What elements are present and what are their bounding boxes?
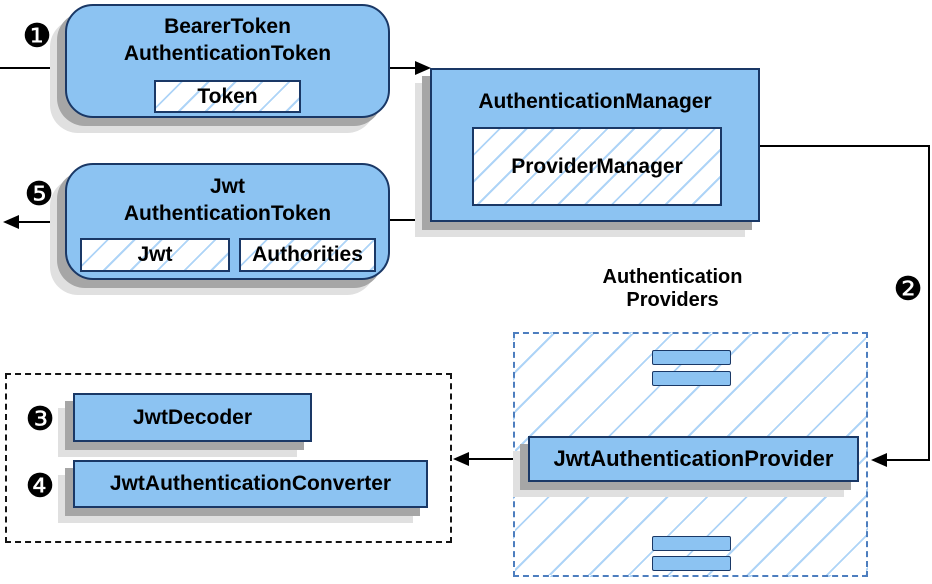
- jwt-authentication-converter-box: JwtAuthenticationConverter: [73, 460, 428, 508]
- arrowhead-step5-out: [3, 215, 19, 229]
- step-5-badge: ❺: [24, 173, 54, 213]
- arrowhead-into-decoder-group: [453, 452, 469, 466]
- step-3-badge: ❸: [25, 398, 55, 438]
- bearer-token-title-line1: BearerToken: [164, 15, 291, 38]
- bearer-token-title-line2: AuthenticationToken: [123, 42, 332, 65]
- jwt-authentication-provider-box: JwtAuthenticationProvider: [528, 436, 859, 482]
- provider-stub-bar: [652, 371, 731, 386]
- step-2-badge: ❷: [893, 268, 923, 308]
- authentication-providers-label: Authentication Providers: [535, 266, 810, 312]
- jwt-token-title-line1: Jwt: [209, 175, 245, 198]
- jwt-authentication-token-box: Jwt AuthenticationToken Jwt Authorities: [65, 163, 390, 280]
- step-4-badge: ❹: [25, 465, 55, 505]
- jwt-field: Jwt: [80, 238, 230, 272]
- step-1-badge: ❶: [22, 15, 52, 55]
- jwt-decoder-group: [5, 373, 452, 543]
- authentication-manager-title: AuthenticationManager: [478, 90, 712, 113]
- bearer-token-box-title: BearerToken AuthenticationToken: [67, 13, 388, 67]
- arrowhead-into-manager: [415, 61, 431, 75]
- authentication-manager-box: AuthenticationManager ProviderManager: [430, 68, 760, 222]
- provider-stub-bar: [652, 536, 731, 551]
- provider-stub-bar: [652, 350, 731, 365]
- authentication-providers-label-line1: Authentication: [602, 266, 743, 288]
- authentication-providers-label-line2: Providers: [626, 289, 719, 311]
- arrowhead-into-provider: [871, 453, 887, 467]
- provider-manager-field: ProviderManager: [472, 127, 722, 206]
- bearer-token-authentication-token-box: BearerToken AuthenticationToken Token: [65, 4, 390, 118]
- jwt-decoder-box: JwtDecoder: [73, 393, 312, 442]
- jwt-token-box-title: Jwt AuthenticationToken: [67, 173, 388, 227]
- provider-stub-bar: [652, 556, 731, 571]
- jwt-token-title-line2: AuthenticationToken: [123, 202, 332, 225]
- token-field: Token: [154, 80, 301, 113]
- authorities-field: Authorities: [239, 238, 376, 272]
